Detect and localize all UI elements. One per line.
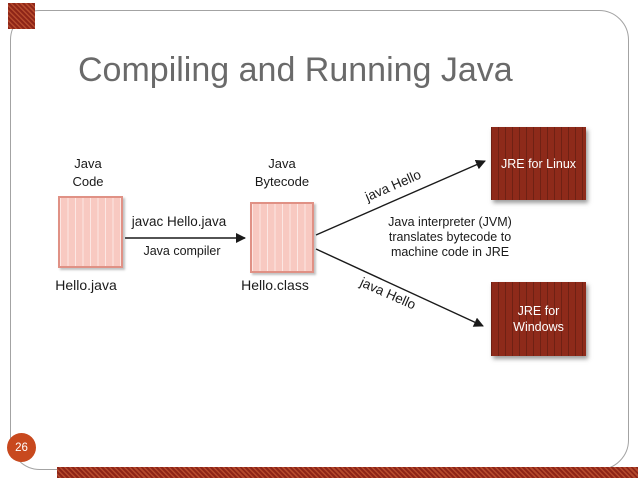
- jre-linux-box: JRE for Linux: [491, 127, 586, 200]
- java-code-box: [58, 196, 123, 268]
- jre-linux-label: JRE for Linux: [500, 156, 577, 171]
- java-bytecode-box: [250, 202, 314, 273]
- java-bytecode-label: Java Bytecode: [230, 155, 334, 190]
- java-code-label-line1: Java: [74, 156, 102, 171]
- jvm-note: Java interpreter (JVM) translates byteco…: [370, 215, 530, 260]
- java-bytecode-label-line2: Bytecode: [254, 173, 310, 189]
- hello-class-filename: Hello.class: [241, 277, 309, 293]
- java-code-label: Java Code: [48, 155, 128, 190]
- java-compiler-label: Java compiler: [143, 244, 221, 258]
- java-code-label-line2: Code: [72, 173, 104, 189]
- javac-command-label: javac Hello.java: [131, 214, 227, 229]
- jvm-note-line1: Java interpreter (JVM): [388, 215, 512, 229]
- jre-windows-label-line2: Windows: [513, 320, 564, 334]
- slide-title: Compiling and Running Java: [78, 51, 513, 89]
- jre-windows-label-line1: JRE for: [517, 304, 560, 318]
- jvm-note-line2: translates bytecode to: [388, 230, 512, 244]
- jvm-note-line3: machine code in JRE: [390, 245, 510, 259]
- page-number-badge: 26: [7, 433, 36, 462]
- hello-java-filename: Hello.java: [55, 277, 117, 293]
- bottom-stripe-decoration: [57, 467, 638, 478]
- corner-stripe-decoration: [8, 3, 35, 29]
- page-number: 26: [15, 441, 28, 454]
- java-bytecode-label-line1: Java: [268, 156, 296, 171]
- jre-windows-box: JRE for Windows: [491, 282, 586, 356]
